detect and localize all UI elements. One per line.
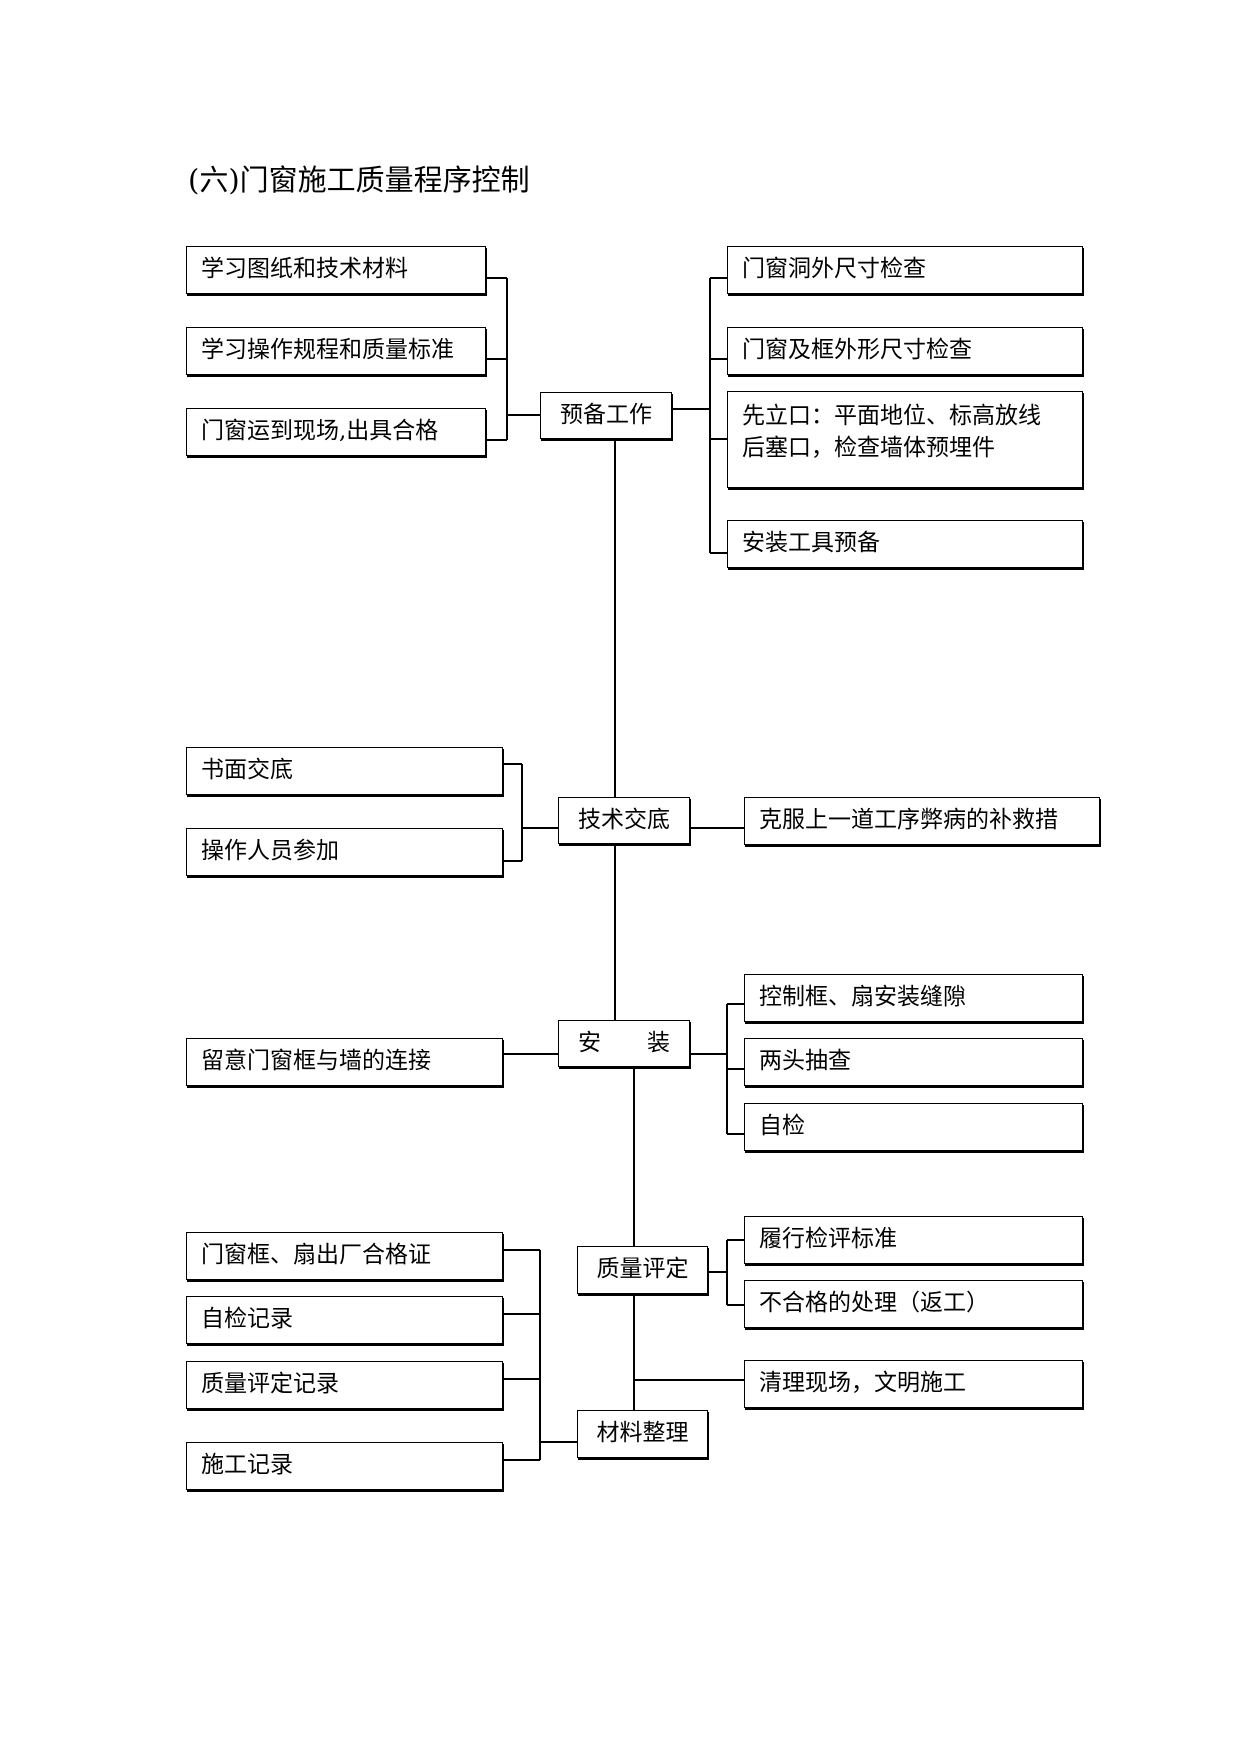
tech-output-remedy: 克服上一道工序弊病的补救措	[744, 797, 1100, 845]
prep-output-tools: 安装工具预备	[727, 520, 1083, 568]
node-quality-assessment: 质量评定	[577, 1246, 708, 1294]
record-certificate: 门窗框、扇出厂合格证	[186, 1232, 503, 1280]
quality-output-standard: 履行检评标准	[744, 1216, 1083, 1264]
node-installation: 安 装	[558, 1020, 690, 1067]
node-prep-work: 预备工作	[540, 392, 672, 439]
install-output-gap-control: 控制框、扇安装缝隙	[744, 974, 1083, 1022]
setout-line-1: 先立口：平面地位、标高放线	[742, 403, 1041, 429]
record-construction: 施工记录	[186, 1442, 503, 1490]
setout-line-2: 后塞口，检查墙体预埋件	[742, 435, 995, 461]
prep-output-setout: 先立口：平面地位、标高放线 后塞口，检查墙体预埋件	[727, 391, 1083, 488]
tech-input-staff: 操作人员参加	[186, 828, 503, 876]
install-output-self-check: 自检	[744, 1103, 1083, 1151]
install-input-connection: 留意门窗框与墙的连接	[186, 1038, 503, 1086]
prep-input-delivery: 门窗运到现场,出具合格	[186, 408, 486, 456]
quality-output-rework: 不合格的处理（返工）	[744, 1280, 1083, 1328]
record-self-check: 自检记录	[186, 1296, 503, 1344]
record-quality-assessment: 质量评定记录	[186, 1361, 503, 1409]
page-title: (六)门窗施工质量程序控制	[188, 163, 530, 197]
prep-input-study-drawings: 学习图纸和技术材料	[186, 246, 486, 294]
prep-input-study-rules: 学习操作规程和质量标准	[186, 327, 486, 375]
node-material-organizing: 材料整理	[577, 1410, 708, 1458]
tech-input-written: 书面交底	[186, 747, 503, 795]
cleanup-box: 清理现场，文明施工	[744, 1360, 1083, 1408]
prep-output-opening-check: 门窗洞外尺寸检查	[727, 246, 1083, 294]
prep-output-frame-check: 门窗及框外形尺寸检查	[727, 327, 1083, 375]
node-tech-briefing: 技术交底	[558, 797, 690, 844]
install-output-spot-check: 两头抽查	[744, 1038, 1083, 1086]
